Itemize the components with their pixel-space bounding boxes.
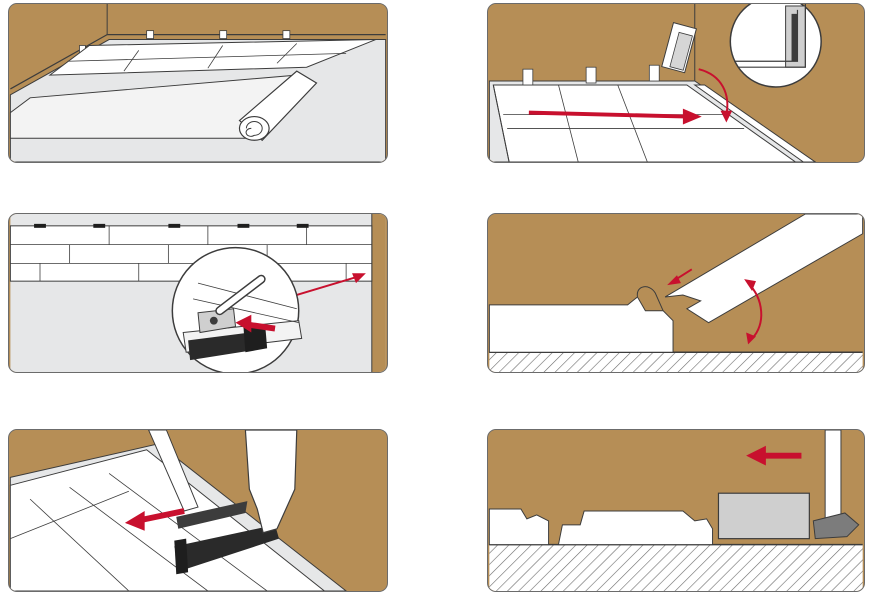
tapping-block-icon <box>9 214 386 372</box>
step-1-lay-underlay-panel <box>8 3 388 163</box>
step-2-first-row-spacers-panel <box>487 3 865 163</box>
underlay-roll-icon <box>9 4 387 162</box>
step-3-tap-planks-panel <box>8 213 388 373</box>
spacer-wedge-icon <box>488 4 863 162</box>
hammer-pull-bar-icon <box>9 430 386 591</box>
step-6-tap-side-panel <box>487 429 865 592</box>
step-5-pull-bar-panel <box>8 429 388 592</box>
step-4-angle-click-panel <box>487 213 865 373</box>
tapping-block-side-icon <box>488 430 863 591</box>
click-lock-icon <box>488 214 864 372</box>
